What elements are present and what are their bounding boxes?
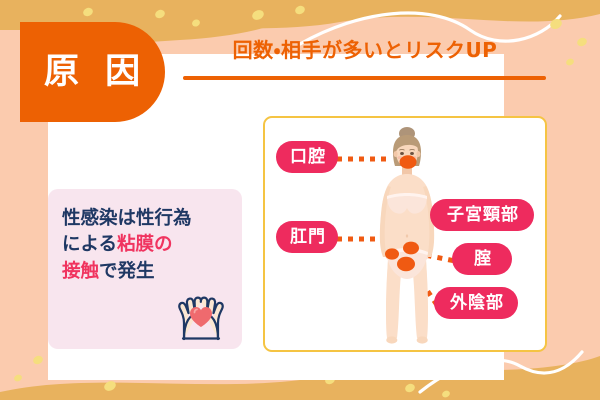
- title-underline: [183, 76, 546, 80]
- marker-anus: [385, 248, 399, 260]
- section-badge: 原 因: [20, 22, 165, 122]
- info-line-2b-highlight: 粘膜の: [116, 234, 173, 256]
- info-line-2a: による: [62, 234, 117, 256]
- info-line-3a-highlight: 接触: [62, 260, 100, 282]
- marker-oral: [399, 155, 417, 169]
- body-diagram-inner: [265, 118, 545, 350]
- info-line-1: 性感染は性行為: [62, 208, 192, 229]
- marker-cervix: [403, 241, 419, 255]
- label-cervix: 子宮頸部: [430, 199, 534, 231]
- marker-vagina-vulva: [397, 256, 415, 272]
- label-vagina: 腟: [452, 243, 512, 275]
- female-body-illustration: [379, 127, 435, 344]
- label-vulva: 外陰部: [434, 287, 518, 319]
- info-box-text: 性感染は性行為 による粘膜の 接触で発生: [62, 206, 238, 285]
- info-line-3b: で発生: [99, 260, 155, 282]
- info-box: 性感染は性行為 による粘膜の 接触で発生: [48, 189, 242, 349]
- section-badge-label: 原 因: [43, 51, 148, 92]
- label-oral: 口腔: [276, 141, 338, 173]
- hands-holding-heart-icon: [170, 289, 232, 343]
- label-anus: 肛門: [276, 221, 338, 253]
- page-title: 回数・相手が多いとリスクUP: [232, 38, 498, 62]
